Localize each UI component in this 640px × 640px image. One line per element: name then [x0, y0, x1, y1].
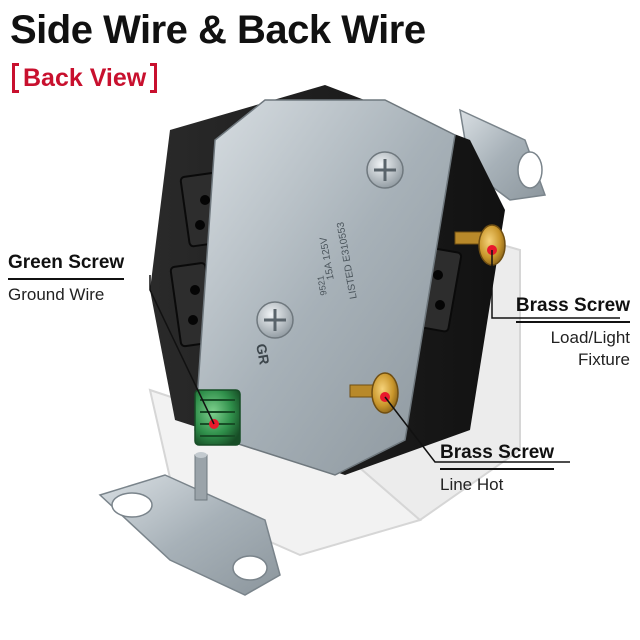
subtitle-box: Back View	[12, 60, 158, 96]
bracket-right	[150, 63, 158, 93]
callout-green-desc: Ground Wire	[8, 285, 105, 304]
callout-brass-line: Brass Screw Line Hot	[440, 442, 555, 495]
plate-text-gr: GR	[253, 342, 272, 365]
bracket-left	[12, 63, 19, 93]
callout-green-screw: Green Screw Ground Wire	[8, 252, 125, 305]
leader-brass-line	[384, 396, 570, 463]
leader-brass-load	[491, 250, 620, 319]
callout-green-rule	[8, 278, 125, 280]
subtitle: Back View	[23, 63, 147, 92]
callout-brass-load-heading: Brass Screw	[515, 295, 630, 316]
callout-brass-line-heading: Brass Screw	[440, 442, 555, 463]
page-title: Side Wire & Back Wire	[10, 8, 426, 52]
callout-brass-line-rule	[440, 468, 555, 470]
leader-green	[149, 275, 215, 425]
callout-brass-line-desc: Line Hot	[440, 475, 504, 494]
leader-lines	[149, 250, 620, 463]
callout-green-heading: Green Screw	[8, 252, 125, 273]
mounting-tab-bottom	[98, 452, 281, 596]
callout-brass-load: Brass Screw Load/Light Fixture	[515, 295, 630, 370]
callout-brass-load-desc-1: Load/Light	[550, 328, 630, 347]
plate-text-brand: 9521	[315, 275, 328, 296]
callout-brass-load-desc-2: Fixture	[578, 350, 630, 369]
brass-screw-load	[454, 224, 506, 266]
callout-brass-load-rule	[515, 321, 630, 323]
